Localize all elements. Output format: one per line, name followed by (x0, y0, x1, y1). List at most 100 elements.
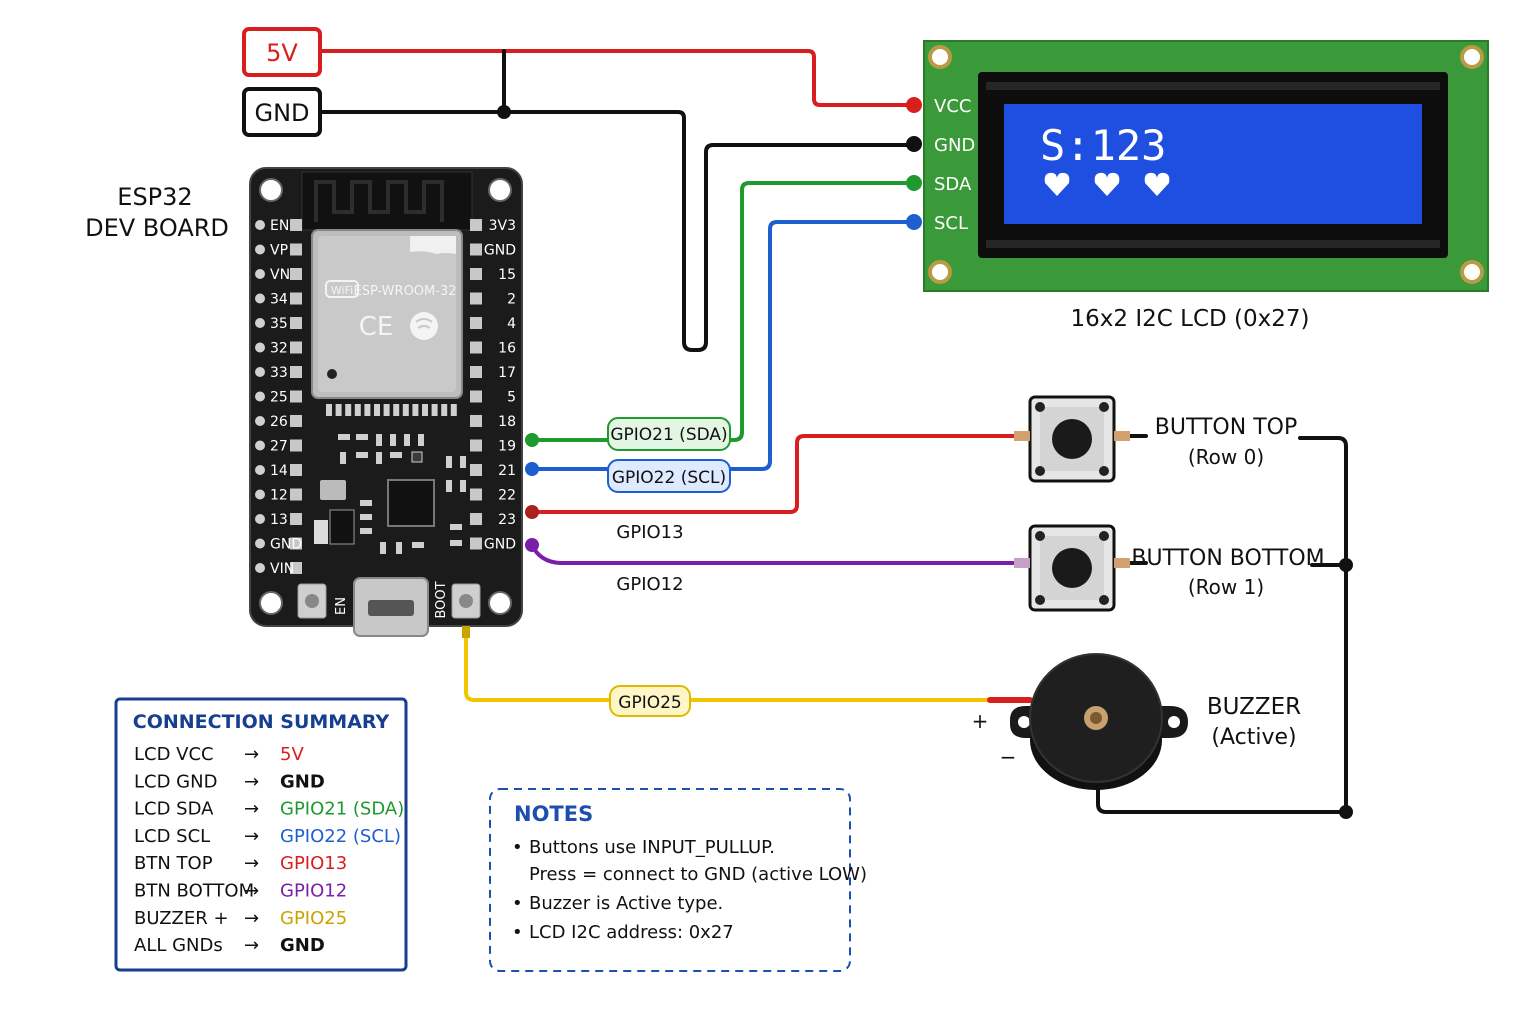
lcd-pin-dot (906, 97, 922, 113)
left-pin-hole (255, 269, 265, 279)
module-pad (441, 404, 448, 416)
summary-row-right: GPIO25 (280, 908, 347, 929)
summary-row-left: LCD SCL (134, 826, 210, 847)
summary-row-arrow: → (244, 799, 259, 820)
right-pin-label: 23 (498, 512, 516, 528)
left-pin-hole (255, 367, 265, 377)
left-pin-label: 14 (270, 463, 288, 479)
junction-gnd-power (497, 105, 511, 119)
lcd-mount-hole (1460, 260, 1484, 284)
module-pads (326, 404, 457, 416)
left-pin-hole (255, 416, 265, 426)
left-pin-label: 33 (270, 365, 288, 381)
note-bullet: • (512, 837, 523, 858)
module-pad (354, 404, 361, 416)
left-pin-label: 32 (270, 341, 288, 357)
left-pin-pad (290, 562, 302, 574)
right-pin-label: GND (484, 537, 516, 553)
module-label: ESP-WROOM-32 (354, 284, 457, 299)
button-bottom-label: BUTTON BOTTOM (1131, 546, 1324, 571)
mount-hole (488, 178, 512, 202)
left-pin-pad (290, 268, 302, 280)
left-pin-label: 25 (270, 390, 288, 406)
mount-hole (259, 591, 283, 615)
summary-title: CONNECTION SUMMARY (133, 711, 390, 733)
summary-row-right: 5V (280, 744, 304, 765)
left-pin-pad (290, 488, 302, 501)
gpio25-pin-stub (462, 626, 470, 638)
buzzer-label: BUZZER (1207, 694, 1301, 720)
button-bottom-sub: (Row 1) (1188, 575, 1264, 599)
gpio25-tag-label: GPIO25 (618, 693, 681, 713)
right-pin-label: GND (484, 243, 516, 259)
summary-row-arrow: → (244, 826, 259, 847)
module-pad (383, 404, 390, 416)
power-5v-label: 5V (266, 39, 298, 67)
mount-hole (259, 178, 283, 202)
summary-row-arrow: → (244, 771, 259, 792)
buzzer-sub: (Active) (1211, 725, 1296, 750)
note-line: LCD I2C address: 0x27 (529, 922, 734, 943)
module-pad (393, 404, 400, 416)
left-pin-hole (255, 538, 265, 549)
summary-row-left: BUZZER + (134, 908, 229, 929)
right-pin-pad (470, 488, 482, 501)
left-pin-pad (290, 464, 302, 476)
junction-gnd-buzzer (1339, 805, 1353, 819)
right-pin-pad (470, 366, 482, 378)
module-pad (326, 404, 332, 416)
left-pin-pad (290, 415, 302, 427)
left-pin-pad (290, 390, 302, 403)
wire-scl (530, 220, 916, 471)
summary-row-right: GPIO13 (280, 853, 347, 874)
wire-sda (530, 181, 916, 442)
wire-5v (318, 49, 916, 107)
summary-row-arrow: → (244, 744, 259, 765)
left-pin-label: 27 (270, 439, 288, 455)
lcd-caption: 16x2 I2C LCD (0x27) (1071, 306, 1310, 332)
heart-icon (1094, 172, 1120, 196)
esp32-title-line1: ESP32 (117, 183, 192, 211)
button-bottom[interactable] (1014, 524, 1130, 612)
en-button[interactable] (297, 583, 327, 619)
summary-row-left: BTN BOTTOM (134, 881, 254, 902)
lcd-pin-dot (906, 136, 922, 152)
right-pin-label: 22 (498, 488, 516, 504)
sda-pin-dot (525, 433, 539, 447)
left-pin-label: 26 (270, 414, 288, 430)
lcd-pin-dot (906, 175, 922, 191)
wire-gpio13 (530, 434, 1020, 514)
summary-row-left: LCD SDA (134, 799, 214, 820)
wifi-badge-box (325, 280, 359, 298)
left-pin-pad (290, 537, 302, 550)
lcd-mount-hole (928, 260, 952, 284)
lcd-screen (1004, 104, 1422, 224)
module-pad (335, 404, 342, 416)
wire-gnd-main (318, 49, 506, 114)
right-pin-pad (470, 439, 482, 452)
gpio13-pin-dot (525, 505, 539, 519)
antenna-trace (314, 180, 444, 222)
boot-button-label: BOOT (434, 581, 449, 618)
notes-title: NOTES (514, 802, 593, 826)
notes-items: •Buttons use INPUT_PULLUP.Press = connec… (512, 837, 867, 943)
left-pin-hole (255, 489, 265, 500)
left-pin-hole (255, 318, 265, 328)
boot-button[interactable] (451, 583, 481, 619)
left-pin-pad (290, 243, 302, 256)
buzzer-minus: − (1000, 745, 1017, 769)
left-pin-label: VN (270, 267, 290, 283)
ic-chip (387, 479, 435, 527)
left-pin-hole (255, 244, 265, 255)
summary-row-arrow: → (244, 853, 259, 874)
summary-row-right: GPIO21 (SDA) (280, 799, 404, 820)
button-top[interactable] (1014, 395, 1130, 483)
power-5v-box: 5V (242, 27, 322, 77)
right-pin-label: 3V3 (489, 218, 516, 234)
lcd-pin-dot (906, 214, 922, 230)
left-pin-hole (255, 563, 265, 573)
lcd-pin-label: VCC (934, 96, 971, 117)
gpio13-label: GPIO13 (616, 522, 683, 543)
left-pin-hole (255, 391, 265, 402)
